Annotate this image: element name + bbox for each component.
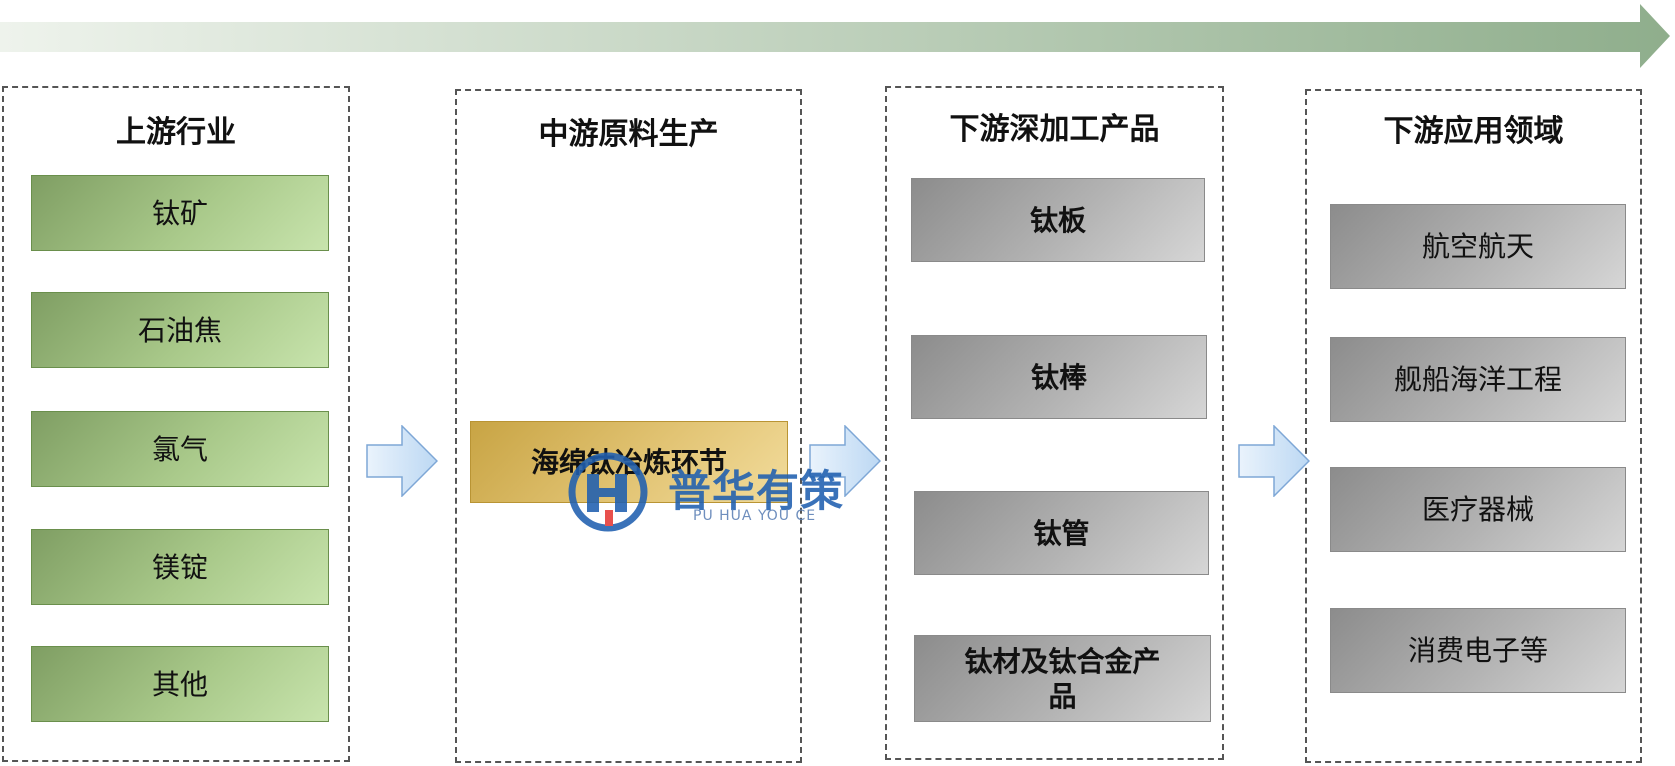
upstream-item: 氯气: [31, 411, 329, 487]
application-item: 医疗器械: [1330, 467, 1626, 552]
midstream-title: 中游原料生产: [538, 117, 719, 152]
product-item: 钛管: [914, 491, 1209, 575]
upstream-title: 上游行业: [116, 115, 236, 150]
upstream-column: 上游行业 钛矿 石油焦 氯气 镁锭 其他: [2, 86, 350, 762]
flow-arrow-icon: [809, 425, 881, 497]
application-item: 航空航天: [1330, 204, 1626, 289]
upstream-item: 钛矿: [31, 175, 329, 251]
upstream-item: 镁锭: [31, 529, 329, 605]
product-item: 钛材及钛合金产 品: [914, 635, 1211, 722]
midstream-item: 海绵钛冶炼环节: [470, 421, 788, 503]
flow-arrow-icon: [1238, 425, 1310, 497]
flow-arrow-icon: [366, 425, 438, 497]
product-item: 钛棒: [911, 335, 1207, 419]
downstream-applications-title: 下游应用领域: [1383, 114, 1564, 149]
application-item: 消费电子等: [1330, 608, 1626, 693]
downstream-products-title: 下游深加工产品: [949, 112, 1160, 147]
product-item: 钛板: [911, 178, 1205, 262]
midstream-column: 中游原料生产 海绵钛冶炼环节: [455, 89, 802, 763]
downstream-applications-column: 下游应用领域 航空航天 舰船海洋工程 医疗器械 消费电子等: [1305, 89, 1642, 763]
downstream-products-column: 下游深加工产品 钛板 钛棒 钛管 钛材及钛合金产 品: [885, 86, 1224, 760]
top-progress-arrow: [0, 4, 1670, 68]
upstream-item: 石油焦: [31, 292, 329, 368]
upstream-item: 其他: [31, 646, 329, 722]
application-item: 舰船海洋工程: [1330, 337, 1626, 422]
